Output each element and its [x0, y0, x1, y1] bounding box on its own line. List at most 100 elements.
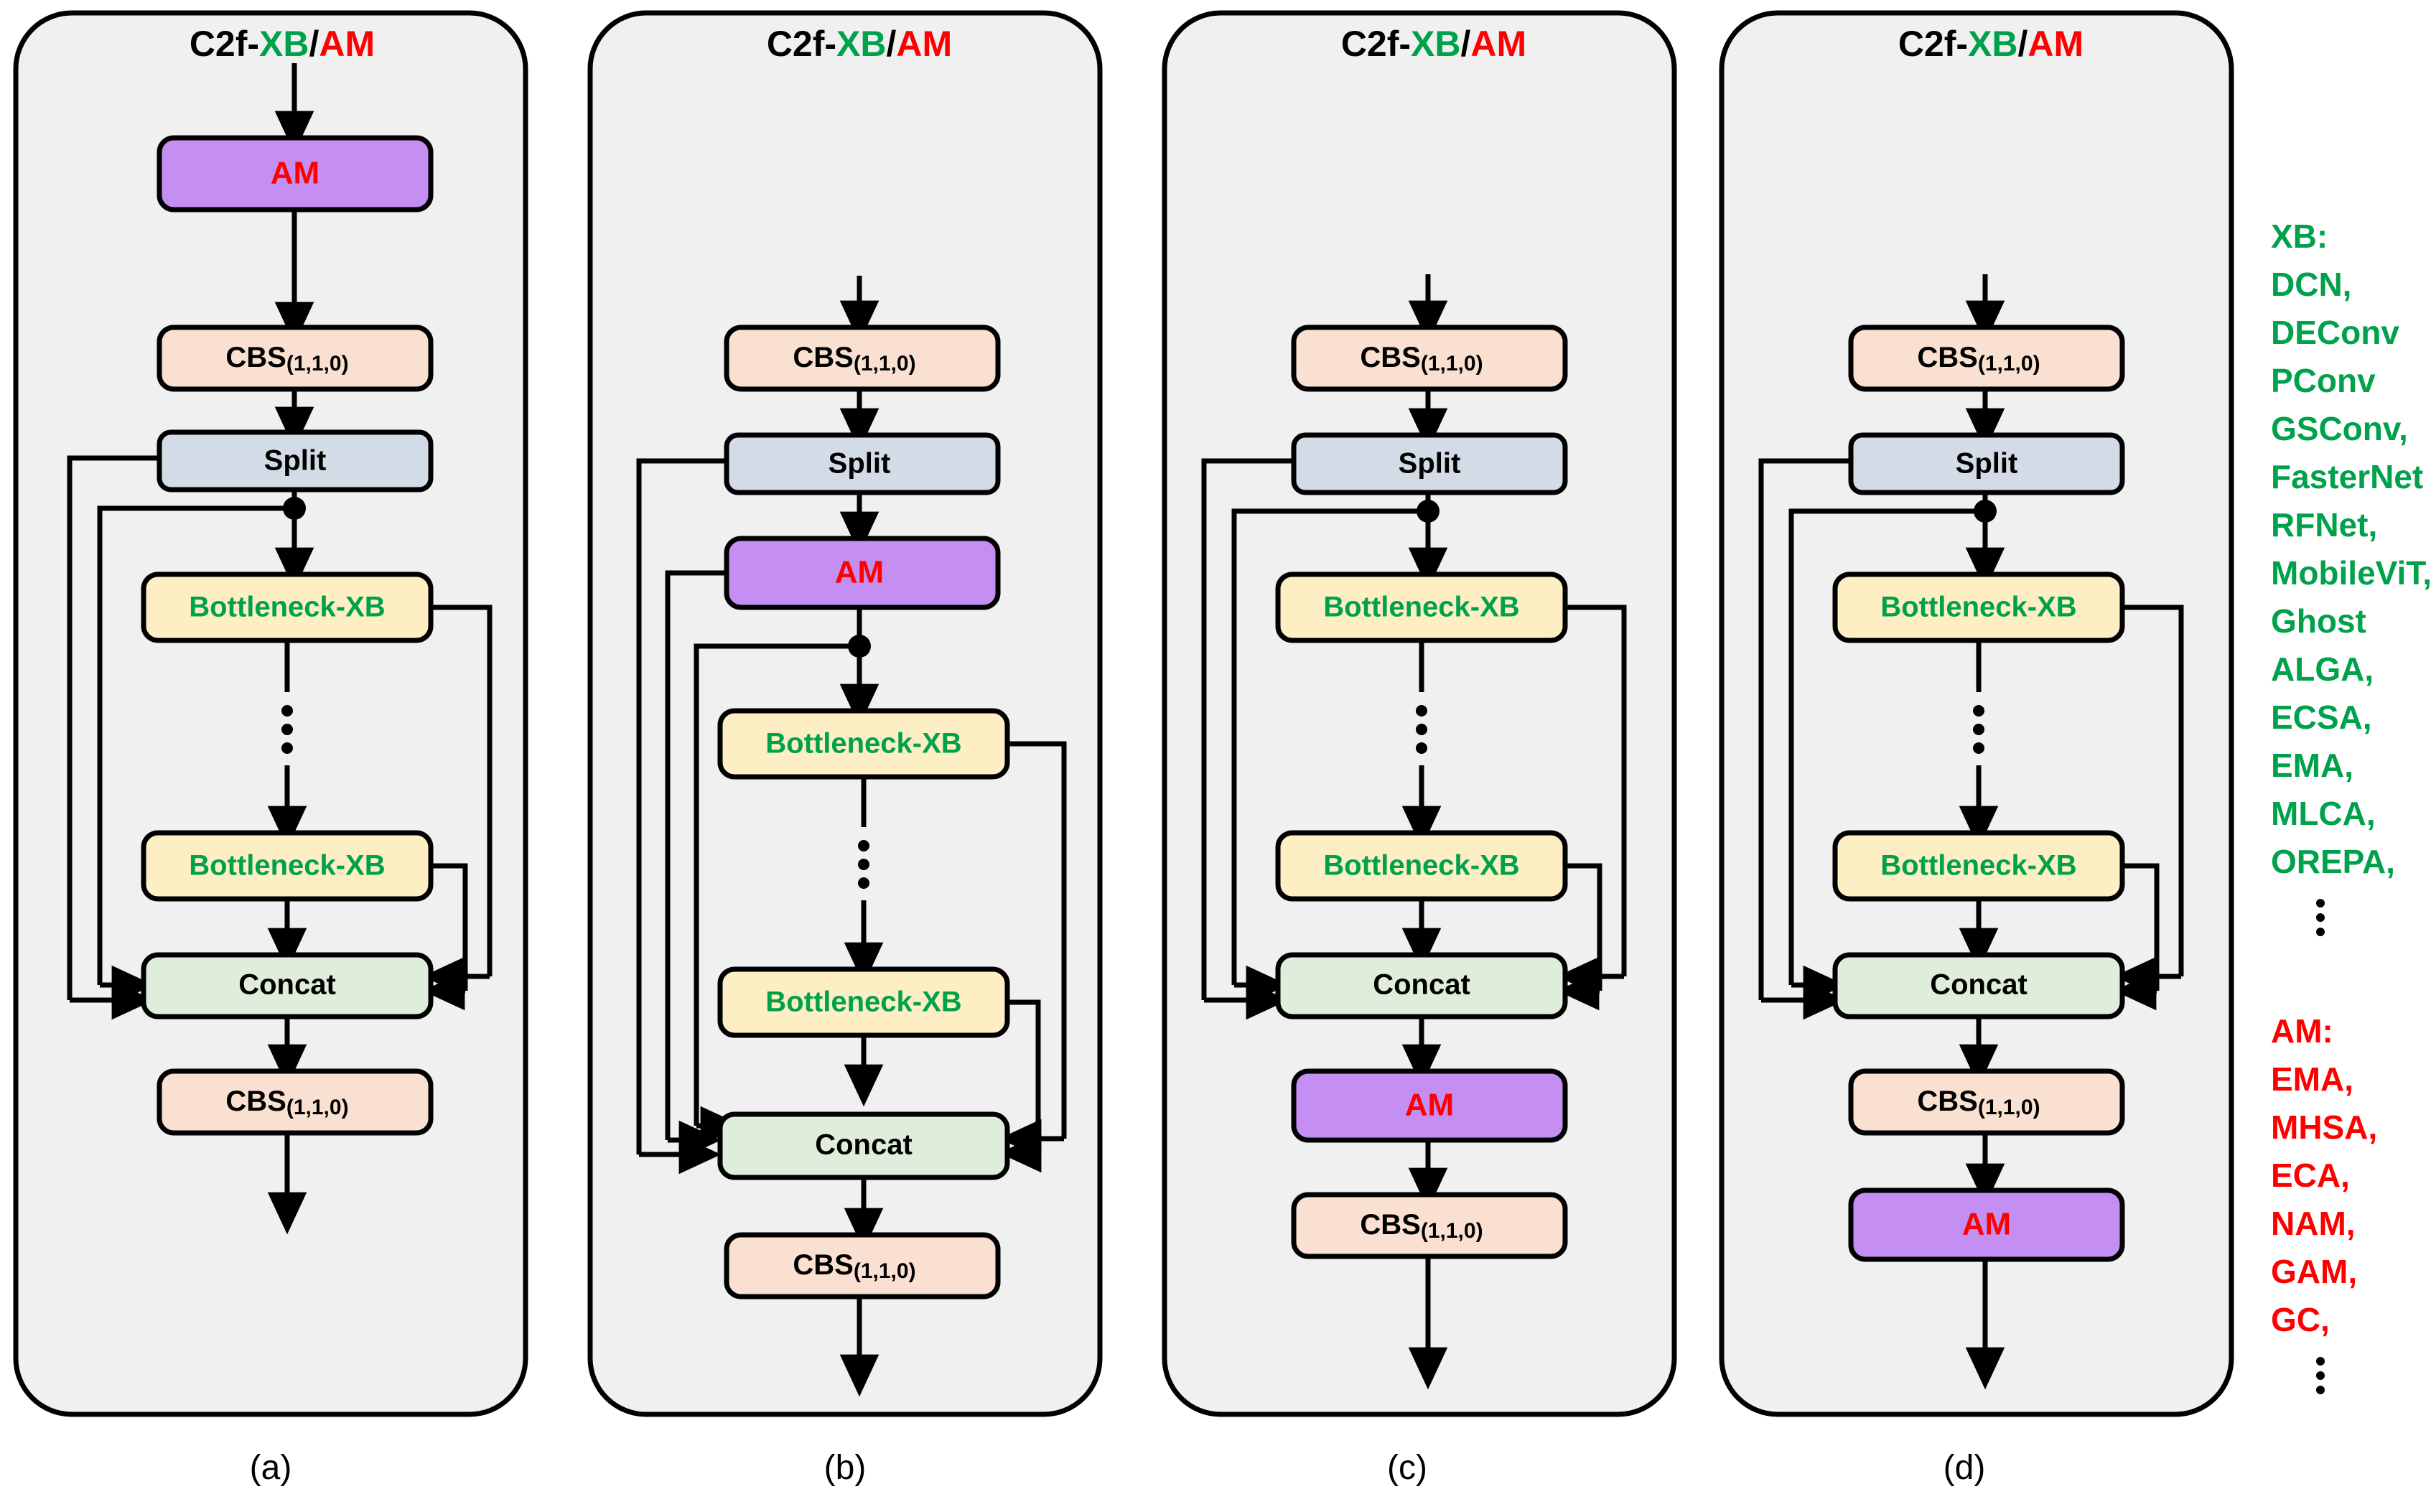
panel-d-skip-dot-left — [1788, 508, 1985, 985]
panel-a: C2f-XB/AM AM CBS(1,1,0) Split Bottleneck… — [13, 10, 528, 1487]
title-am-a: AM — [319, 24, 375, 64]
legend-xb-ellipsis-dot-1 — [2316, 899, 2325, 907]
panel-c-vdot-2 — [1416, 724, 1427, 735]
title-am-d: AM — [2028, 24, 2084, 64]
panel-d: C2f-XB/AM CBS (1,1,0) Split Bottleneck-XB… — [1719, 10, 2234, 1487]
title-prefix-c: C2f- — [1341, 24, 1411, 64]
legend-xb-item-4: FasterNet — [2271, 458, 2423, 495]
panel-b-node-cbs-bottom[interactable] — [724, 1232, 1001, 1299]
panel-b-node-bottleneck-2-label: Bottleneck-XB — [765, 986, 961, 1018]
cbs-d2-sub: (1,1,0) — [1978, 1096, 2040, 1119]
panel-c-vdot-3 — [1416, 742, 1427, 754]
panel-b-node-bottleneck-1-label: Bottleneck-XB — [765, 728, 961, 760]
panel-b-node-split-label: Split — [829, 448, 891, 480]
legend-am-ellipsis-dot-3 — [2316, 1386, 2325, 1394]
panel-b-node-concat-label: Concat — [815, 1129, 913, 1161]
panel-c: C2f-XB/AM CBS(1,1,0) Split Bottleneck-XB… — [1162, 10, 1677, 1487]
panel-a-node-split-label: Split — [264, 445, 327, 477]
panel-c-res-bn2 — [1565, 863, 1602, 991]
panel-d-node-bottleneck-1-label: Bottleneck-XB — [1880, 592, 2076, 623]
panel-c-node-cbs-bottom-label: CBS(1,1,0) — [1360, 1209, 1483, 1243]
panel-d-vdot-2 — [1973, 724, 1984, 735]
cbs-b1-main: CBS — [793, 342, 853, 373]
panel-c-skip-dot-left — [1231, 508, 1428, 985]
panel-c-title: C2f-XB/AM — [1341, 24, 1526, 64]
panel-b-res-bn1 — [1007, 741, 1067, 1139]
panel-b-node-cbs-top[interactable] — [724, 325, 1001, 392]
legend-xb-item-8: ALGA, — [2271, 650, 2374, 688]
panel-a-skip-split-left — [67, 455, 159, 1000]
title-slash-c: / — [1461, 24, 1471, 64]
panel-c-res-bn1 — [1565, 605, 1627, 976]
panel-d-skip-split-left — [1758, 458, 1851, 1000]
legend-xb-heading: XB: — [2271, 218, 2328, 255]
panel-a-node-am-label: AM — [271, 156, 319, 191]
panel-b-vdot-1 — [858, 840, 869, 851]
title-slash-a: / — [309, 24, 319, 64]
panel-a-node-cbs-bottom-label: CBS(1,1,0) — [225, 1086, 348, 1119]
panel-c-node-concat-label: Concat — [1373, 969, 1470, 1001]
title-prefix-d: C2f- — [1898, 24, 1968, 64]
panel-b-res-bn2 — [1007, 999, 1041, 1153]
legend-xb-item-1: DEConv — [2271, 314, 2399, 351]
panel-b-skip-am-left — [665, 570, 727, 1140]
panel-b: C2f-XB/AM CBS(1,1,0) Split AM Bottleneck… — [587, 10, 1103, 1487]
panel-b-node-am-label: AM — [835, 555, 884, 590]
panel-d-res-bn2 — [2122, 863, 2160, 991]
panel-c-node-am-label: AM — [1405, 1088, 1454, 1123]
panel-d-title: C2f-XB/AM — [1898, 24, 2084, 64]
panel-a-node-bottleneck-1-label: Bottleneck-XB — [189, 592, 385, 623]
legend-xb-ellipsis-dot-3 — [2316, 928, 2325, 936]
title-am-b: AM — [896, 24, 952, 64]
cbs-c2-main: CBS — [1360, 1209, 1420, 1241]
panel-c-skip-split-left — [1201, 458, 1294, 1000]
legend-am-item-1: MHSA, — [2271, 1109, 2377, 1146]
title-prefix-b: C2f- — [767, 24, 836, 64]
panel-a-vdot-2 — [281, 724, 293, 735]
legend-am-ellipsis-dot-2 — [2316, 1371, 2325, 1380]
panel-a-node-cbs-top-label: CBS(1,1,0) — [225, 342, 348, 375]
panel-d-caption: (d) — [1944, 1449, 1986, 1487]
panel-a-res-bn1 — [431, 605, 493, 976]
panel-a-node-concat-label: Concat — [238, 969, 336, 1001]
legend-am-item-0: EMA, — [2271, 1060, 2353, 1098]
panel-c-vdot-1 — [1416, 705, 1427, 717]
panel-a-vdot-3 — [281, 742, 293, 754]
panel-b-caption: (b) — [824, 1449, 867, 1487]
panel-a-title: C2f-XB/AM — [190, 24, 375, 64]
title-xb-a: XB — [259, 24, 309, 64]
panel-c-node-bottleneck-2-label: Bottleneck-XB — [1323, 850, 1519, 882]
title-slash-b: / — [887, 24, 897, 64]
panel-d-node-split-label: Split — [1956, 448, 2018, 480]
panel-b-node-split[interactable] — [724, 432, 1001, 495]
panel-b-node-cbs-top-label: CBS(1,1,0) — [793, 342, 915, 375]
legend-am-heading: AM: — [2271, 1012, 2333, 1050]
cbs-b2-sub: (1,1,0) — [854, 1259, 916, 1283]
panel-d-res-bn1 — [2122, 605, 2184, 976]
panel-b-skip-split-left — [636, 458, 727, 1154]
legend: XB: DCN, DEConv PConv GSConv, FasterNet … — [2271, 218, 2431, 1394]
legend-am-item-2: ECA, — [2271, 1157, 2350, 1194]
panel-a-skip-dot-left — [97, 505, 294, 985]
panel-c-node-split-label: Split — [1399, 448, 1461, 480]
legend-am-item-4: GAM, — [2271, 1253, 2357, 1290]
legend-xb-group: XB: DCN, DEConv PConv GSConv, FasterNet … — [2271, 218, 2431, 936]
panel-c-node-bottleneck-1-label: Bottleneck-XB — [1323, 592, 1519, 623]
cbs-a1-main: CBS — [225, 342, 286, 373]
legend-xb-item-6: MobileViT, — [2271, 554, 2431, 592]
panel-d-node-concat-label: Concat — [1930, 969, 2028, 1001]
panel-a-node-cbs-bottom[interactable] — [157, 1068, 434, 1136]
cbs-b2-main: CBS — [793, 1249, 853, 1281]
cbs-d1-main: CBS — [1917, 342, 1977, 373]
panel-a-vdot-1 — [281, 705, 293, 717]
legend-xb-item-2: PConv — [2271, 362, 2376, 399]
panel-b-vdot-2 — [858, 859, 869, 870]
legend-xb-item-9: ECSA, — [2271, 699, 2372, 736]
panel-d-vdot-1 — [1973, 705, 1984, 717]
panel-c-caption: (c) — [1387, 1449, 1427, 1487]
cbs-a1-sub: (1,1,0) — [286, 352, 349, 375]
legend-xb-item-10: EMA, — [2271, 747, 2353, 784]
panel-a-node-bottleneck-2-label: Bottleneck-XB — [189, 850, 385, 882]
panel-a-caption: (a) — [250, 1449, 292, 1487]
